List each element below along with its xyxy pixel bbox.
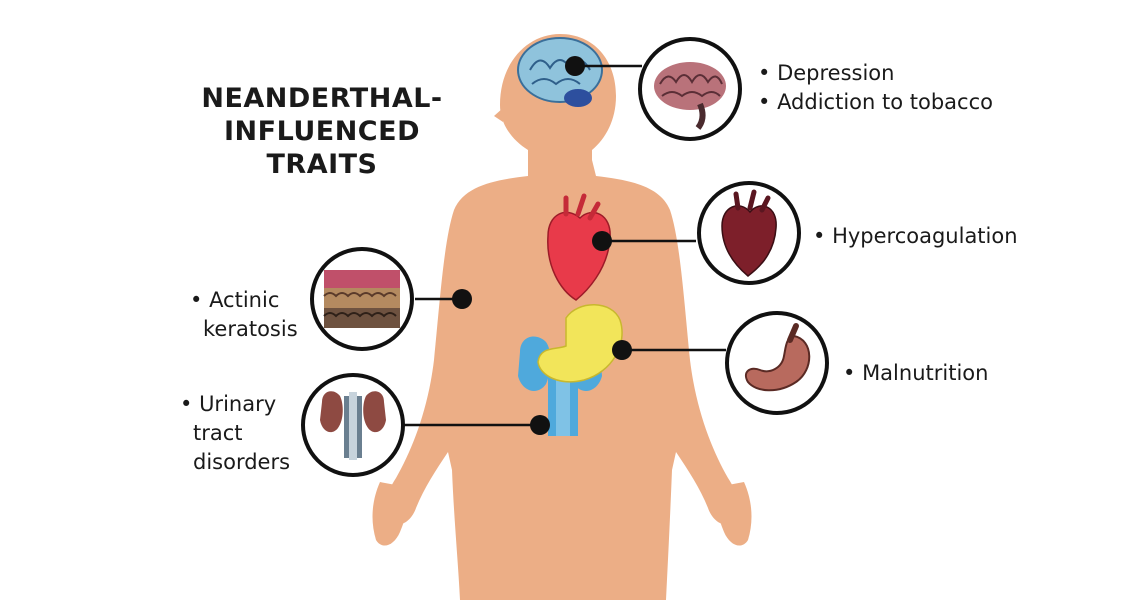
brain-organ: [517, 37, 603, 107]
trait-malnutrition: Malnutrition: [843, 359, 988, 388]
trait-urinary-line-1: Urinary: [180, 390, 290, 419]
stomach-icon: [744, 323, 811, 392]
brain-inset: [638, 37, 742, 141]
trait-actinic-line-1: Actinic: [190, 286, 298, 315]
trait-addiction-to-tobacco: Addiction to tobacco: [758, 88, 993, 117]
heart-icon: [721, 189, 777, 277]
kidneys-icon: [320, 391, 386, 460]
stomach-inset: [725, 311, 829, 415]
skin-trait-labels: Actinic keratosis: [190, 286, 298, 344]
trait-urinary-line-3: disorders: [193, 450, 291, 474]
trait-hypercoagulation: Hypercoagulation: [813, 222, 1017, 251]
heart-trait-labels: Hypercoagulation: [813, 222, 1017, 251]
skin-layers-icon: [323, 270, 400, 328]
brain-trait-labels: Depression Addiction to tobacco: [758, 59, 993, 117]
trait-urinary-line-2: tract: [193, 421, 243, 445]
kidneys-trait-labels: Urinary tract disorders: [180, 390, 290, 477]
title-line-2: INFLUENCED: [224, 116, 420, 147]
title-line-3: TRAITS: [266, 149, 378, 180]
connector-dots: [452, 56, 632, 435]
brain-icon: [654, 62, 726, 130]
trait-actinic-line-2: keratosis: [203, 317, 298, 341]
trait-depression: Depression: [758, 59, 993, 88]
kidneys-inset: [301, 373, 405, 477]
heart-inset: [697, 181, 801, 285]
stomach-trait-labels: Malnutrition: [843, 359, 988, 388]
title-line-1: NEANDERTHAL-: [201, 83, 443, 114]
diagram-title: NEANDERTHAL- INFLUENCED TRAITS: [172, 82, 472, 181]
skin-inset: [310, 247, 414, 351]
stomach-organ: [537, 304, 623, 383]
